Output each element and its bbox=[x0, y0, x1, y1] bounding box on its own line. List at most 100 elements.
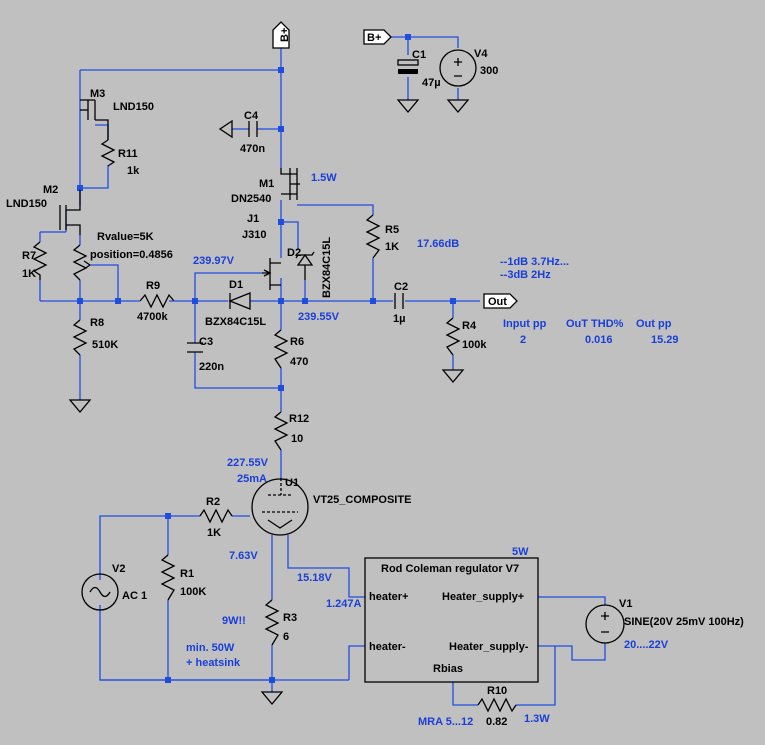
r5-value: 1K bbox=[385, 241, 399, 253]
bplus-src-label: B+ bbox=[367, 32, 381, 44]
v1-label: V1 bbox=[619, 598, 632, 610]
j1-label: J1 bbox=[247, 213, 259, 225]
resistor-r2 bbox=[199, 508, 233, 524]
resistor-r10 bbox=[477, 697, 517, 713]
ground-symbols bbox=[68, 99, 470, 706]
heater-minus-label: heater- bbox=[369, 641, 406, 653]
resistor-r9 bbox=[118, 293, 176, 309]
minus3db-label: --3dB 2Hz bbox=[500, 269, 551, 281]
wires bbox=[39, 36, 606, 706]
bplus-top-label: B+ bbox=[279, 28, 291, 42]
d1-label: D1 bbox=[229, 279, 243, 291]
j1-value: J310 bbox=[242, 229, 266, 241]
m3-value: LND150 bbox=[113, 101, 154, 113]
r4-value: 100k bbox=[462, 339, 487, 351]
r6-label: R6 bbox=[290, 336, 304, 348]
r4-label: R4 bbox=[462, 320, 477, 332]
rbias-label: Rbias bbox=[433, 663, 463, 675]
voltage-22755-label: 227.55V bbox=[227, 457, 269, 469]
resistor-r7 bbox=[32, 241, 48, 280]
thd-value: 0.016 bbox=[585, 334, 613, 346]
diode-d1 bbox=[228, 292, 251, 310]
capacitor-c4 bbox=[248, 121, 258, 137]
heatsink-label: + heatsink bbox=[186, 657, 241, 669]
mra-label: MRA 5...12 bbox=[418, 716, 473, 728]
capacitor-c2 bbox=[394, 293, 404, 309]
zener-d2 bbox=[295, 251, 315, 280]
r1-label: R1 bbox=[180, 568, 194, 580]
r12-label: R12 bbox=[289, 413, 309, 425]
c4-label: C4 bbox=[244, 110, 259, 122]
r3-value: 6 bbox=[283, 631, 289, 643]
junctions bbox=[77, 34, 456, 683]
c1-label: C1 bbox=[412, 49, 426, 61]
resistor-r12 bbox=[273, 411, 289, 451]
capacitor-c3 bbox=[187, 342, 203, 353]
d2-label: D2 bbox=[287, 247, 301, 259]
r7-label: R7 bbox=[22, 250, 36, 262]
r5-label: R5 bbox=[385, 224, 399, 236]
d1-value: BZX84C15L bbox=[205, 316, 266, 328]
heater-supply-plus-label: Heater_supply+ bbox=[442, 591, 524, 603]
gain-label: 17.66dB bbox=[417, 238, 459, 250]
voltage-23997-label: 239.97V bbox=[193, 255, 235, 267]
r12-value: 10 bbox=[291, 433, 303, 445]
input-pp-header: Input pp bbox=[503, 318, 547, 330]
bplus-flag-source bbox=[363, 29, 392, 45]
r9-value: 4700k bbox=[137, 311, 168, 323]
source-v4 bbox=[439, 49, 477, 87]
capacitor-c1 bbox=[397, 59, 419, 74]
r9-label: R9 bbox=[146, 280, 160, 292]
u1-value: VT25_COMPOSITE bbox=[313, 494, 411, 506]
v4-label: V4 bbox=[474, 48, 488, 60]
thd-header: OuT THD% bbox=[566, 318, 624, 330]
m3-label: M3 bbox=[90, 88, 105, 100]
mosfet-m1 bbox=[280, 168, 300, 200]
resistor-r1 bbox=[160, 554, 176, 601]
v2-label: V2 bbox=[112, 563, 125, 575]
input-pp-value: 2 bbox=[520, 334, 526, 346]
resistor-r4 bbox=[445, 317, 461, 356]
v1-range-label: 20....22V bbox=[624, 639, 669, 651]
c2-label: C2 bbox=[394, 281, 408, 293]
minus1db-label: --1dB 3.7Hz... bbox=[500, 256, 569, 268]
resistor-r8 bbox=[72, 319, 88, 356]
v2-value: AC 1 bbox=[122, 590, 147, 602]
r7-value: 1K bbox=[22, 268, 36, 280]
c2-value: 1µ bbox=[393, 313, 405, 325]
min-50w-label: min. 50W bbox=[186, 642, 235, 654]
heater-supply-minus-label: Heater_supply- bbox=[449, 641, 529, 653]
r10-label: R10 bbox=[487, 685, 507, 697]
bplus-flag-top bbox=[272, 21, 290, 49]
r2-label: R2 bbox=[206, 496, 220, 508]
out-label: Out bbox=[488, 296, 507, 308]
power-13w-label: 1.3W bbox=[524, 713, 550, 725]
out-port bbox=[483, 293, 518, 309]
mosfet-m3 bbox=[80, 99, 109, 140]
c3-label: C3 bbox=[199, 336, 213, 348]
r11-value: 1k bbox=[127, 165, 140, 177]
resistor-r6 bbox=[273, 329, 289, 369]
d2-value: BZX84C15L bbox=[321, 237, 333, 298]
rvalue-label: Rvalue=5K bbox=[97, 231, 154, 243]
v1-value: SINE(20V 25mV 100Hz) bbox=[624, 616, 744, 628]
resistor-r5 bbox=[365, 214, 381, 259]
out-pp-value: 15.29 bbox=[651, 334, 679, 346]
labels: B+ B+ C1 47µ V4 300 M3 LND150 R11 1k C4 … bbox=[6, 28, 744, 728]
r11-label: R11 bbox=[118, 148, 138, 160]
m1-label: M1 bbox=[259, 178, 274, 190]
m1-value: DN2540 bbox=[231, 193, 271, 205]
regulator-title: Rod Coleman regulator V7 bbox=[381, 563, 519, 575]
m2-value: LND150 bbox=[6, 198, 47, 210]
jfet-j1 bbox=[262, 258, 281, 290]
regulator-box bbox=[364, 557, 539, 683]
voltage-23955-label: 239.55V bbox=[298, 311, 340, 323]
r6-value: 470 bbox=[290, 356, 308, 368]
current-1247-label: 1.247A bbox=[326, 598, 362, 610]
r1-value: 100K bbox=[180, 586, 206, 598]
out-pp-header: Out pp bbox=[636, 318, 672, 330]
source-v1 bbox=[585, 604, 625, 644]
power-5w-label: 5W bbox=[512, 546, 529, 558]
m1-power: 1.5W bbox=[311, 172, 337, 184]
